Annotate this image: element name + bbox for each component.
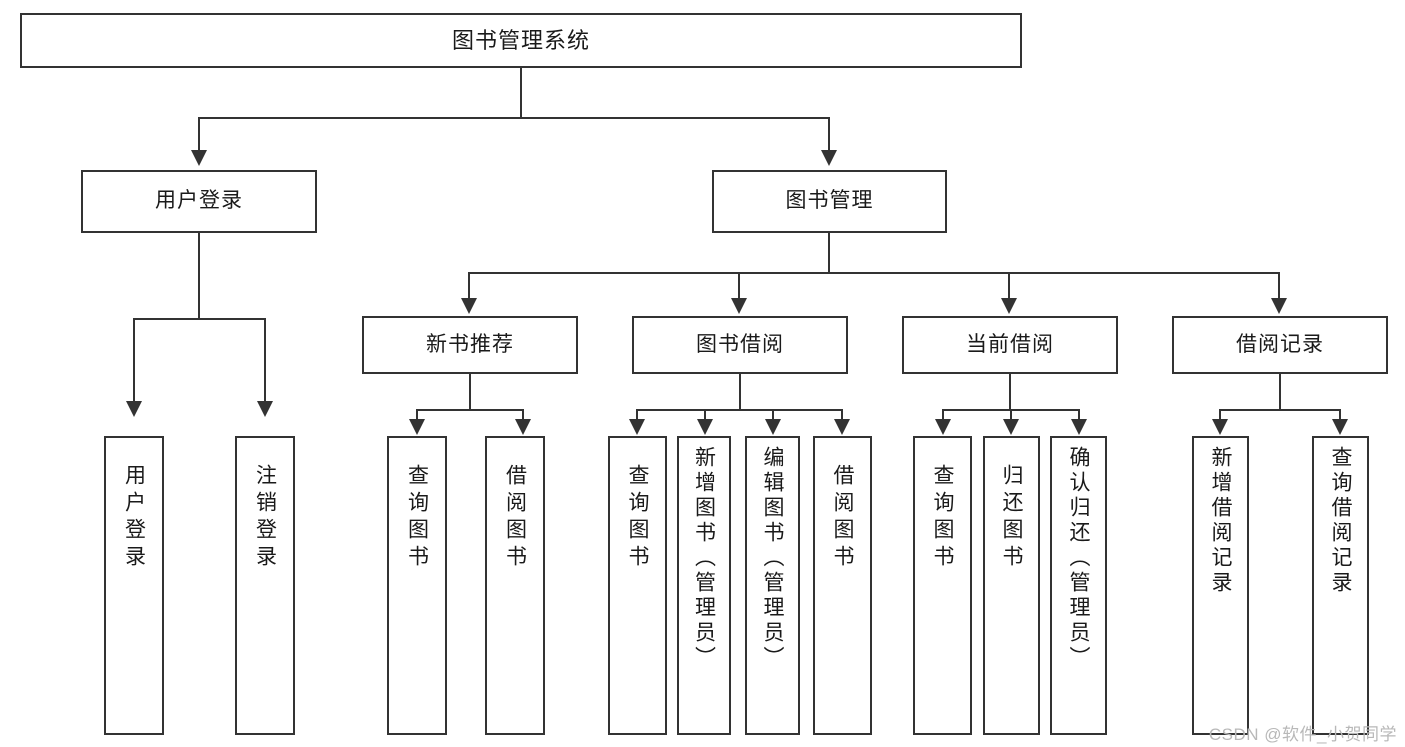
connector-borrow-stem	[739, 374, 741, 410]
leaf-logout[interactable]: 注销登录	[235, 436, 295, 735]
connector-recommend-drop-1	[416, 409, 418, 421]
arrow-head-bookmgmt-4	[1271, 298, 1287, 314]
node-label: 确认归还（管理员）	[1067, 446, 1090, 671]
arrow-head-recommend-1	[409, 419, 425, 435]
connector-root-stem	[520, 68, 522, 118]
arrow-head-current-2	[1003, 419, 1019, 435]
leaf-add-borrow-record[interactable]: 新增借阅记录	[1192, 436, 1249, 735]
node-label: 借阅图书	[831, 464, 854, 572]
leaf-query-book-borrow[interactable]: 查询图书	[608, 436, 667, 735]
leaf-query-book-current[interactable]: 查询图书	[913, 436, 972, 735]
connector-bookmgmt-bus	[468, 272, 1280, 274]
connector-record-drop-2	[1339, 409, 1341, 421]
connector-root-bus	[198, 117, 830, 119]
node-label: 新书推荐	[426, 332, 514, 356]
node-new-book-recommend[interactable]: 新书推荐	[362, 316, 578, 374]
arrow-head-borrow-2	[697, 419, 713, 435]
leaf-confirm-return-admin[interactable]: 确认归还（管理员）	[1050, 436, 1107, 735]
connector-borrow-drop-3	[772, 409, 774, 421]
connector-current-drop-1	[942, 409, 944, 421]
connector-borrow-drop-4	[841, 409, 843, 421]
arrow-head-bookmgmt-3	[1001, 298, 1017, 314]
connector-borrow-drop-1	[636, 409, 638, 421]
node-label: 新增图书（管理员）	[692, 446, 716, 671]
node-label: 归还图书	[1000, 464, 1023, 572]
node-label: 用户登录	[155, 189, 243, 213]
connector-bookmgmt-stem	[828, 233, 830, 273]
node-book-borrow[interactable]: 图书借阅	[632, 316, 848, 374]
arrow-head-userlogin-2	[257, 401, 273, 417]
node-label: 当前借阅	[966, 332, 1054, 356]
connector-current-drop-2	[1010, 409, 1012, 421]
node-label: 借阅记录	[1236, 332, 1324, 356]
leaf-edit-book-admin[interactable]: 编辑图书（管理员）	[745, 436, 800, 735]
leaf-user-login[interactable]: 用户登录	[104, 436, 164, 735]
connector-userlogin-bus	[133, 318, 266, 320]
connector-root-drop-1	[198, 117, 200, 152]
connector-record-drop-1	[1219, 409, 1221, 421]
connector-record-bus	[1219, 409, 1341, 411]
connector-recommend-bus	[416, 409, 524, 411]
connector-current-drop-3	[1078, 409, 1080, 421]
node-book-management[interactable]: 图书管理	[712, 170, 947, 233]
arrow-head-current-3	[1071, 419, 1087, 435]
node-label: 编辑图书（管理员）	[761, 446, 784, 671]
arrow-head-borrow-4	[834, 419, 850, 435]
node-label: 图书管理系统	[451, 27, 590, 53]
node-current-borrow[interactable]: 当前借阅	[902, 316, 1118, 374]
arrow-head-record-1	[1212, 419, 1228, 435]
arrow-head-current-1	[935, 419, 951, 435]
leaf-add-book-admin[interactable]: 新增图书（管理员）	[677, 436, 731, 735]
connector-record-stem	[1279, 374, 1281, 410]
connector-bookmgmt-drop-4	[1278, 272, 1280, 300]
arrow-head-bookmgmt-1	[461, 298, 477, 314]
connector-bookmgmt-drop-2	[738, 272, 740, 300]
node-user-login[interactable]: 用户登录	[81, 170, 317, 233]
arrow-head-root-2	[821, 150, 837, 166]
leaf-query-book-recommend[interactable]: 查询图书	[387, 436, 447, 735]
arrow-head-userlogin-1	[126, 401, 142, 417]
arrow-head-recommend-2	[515, 419, 531, 435]
connector-bookmgmt-drop-1	[468, 272, 470, 300]
connector-bookmgmt-drop-3	[1008, 272, 1010, 300]
node-label: 查询借阅记录	[1329, 446, 1352, 596]
leaf-return-book[interactable]: 归还图书	[983, 436, 1040, 735]
leaf-borrow-book[interactable]: 借阅图书	[813, 436, 872, 735]
node-label: 借阅图书	[503, 464, 527, 572]
arrow-head-bookmgmt-2	[731, 298, 747, 314]
connector-current-stem	[1009, 374, 1011, 410]
connector-userlogin-drop-1	[133, 318, 135, 403]
connector-root-drop-2	[828, 117, 830, 152]
node-root-system[interactable]: 图书管理系统	[20, 13, 1022, 68]
connector-userlogin-drop-2	[264, 318, 266, 403]
node-label: 用户登录	[122, 464, 146, 572]
node-label: 图书借阅	[696, 332, 784, 356]
arrow-head-borrow-1	[629, 419, 645, 435]
connector-recommend-stem	[469, 374, 471, 410]
node-label: 注销登录	[253, 464, 277, 572]
node-label: 查询图书	[626, 464, 649, 572]
arrow-head-root-1	[191, 150, 207, 166]
connector-recommend-drop-2	[522, 409, 524, 421]
node-label: 图书管理	[785, 189, 874, 213]
leaf-borrow-book-recommend[interactable]: 借阅图书	[485, 436, 545, 735]
node-label: 新增借阅记录	[1209, 446, 1232, 596]
node-borrow-record[interactable]: 借阅记录	[1172, 316, 1388, 374]
node-label: 查询图书	[405, 464, 429, 572]
connector-userlogin-stem	[198, 233, 200, 319]
connector-borrow-drop-2	[704, 409, 706, 421]
leaf-query-borrow-record[interactable]: 查询借阅记录	[1312, 436, 1369, 735]
node-label: 查询图书	[931, 464, 954, 572]
arrow-head-borrow-3	[765, 419, 781, 435]
connector-borrow-bus	[636, 409, 843, 411]
arrow-head-record-2	[1332, 419, 1348, 435]
